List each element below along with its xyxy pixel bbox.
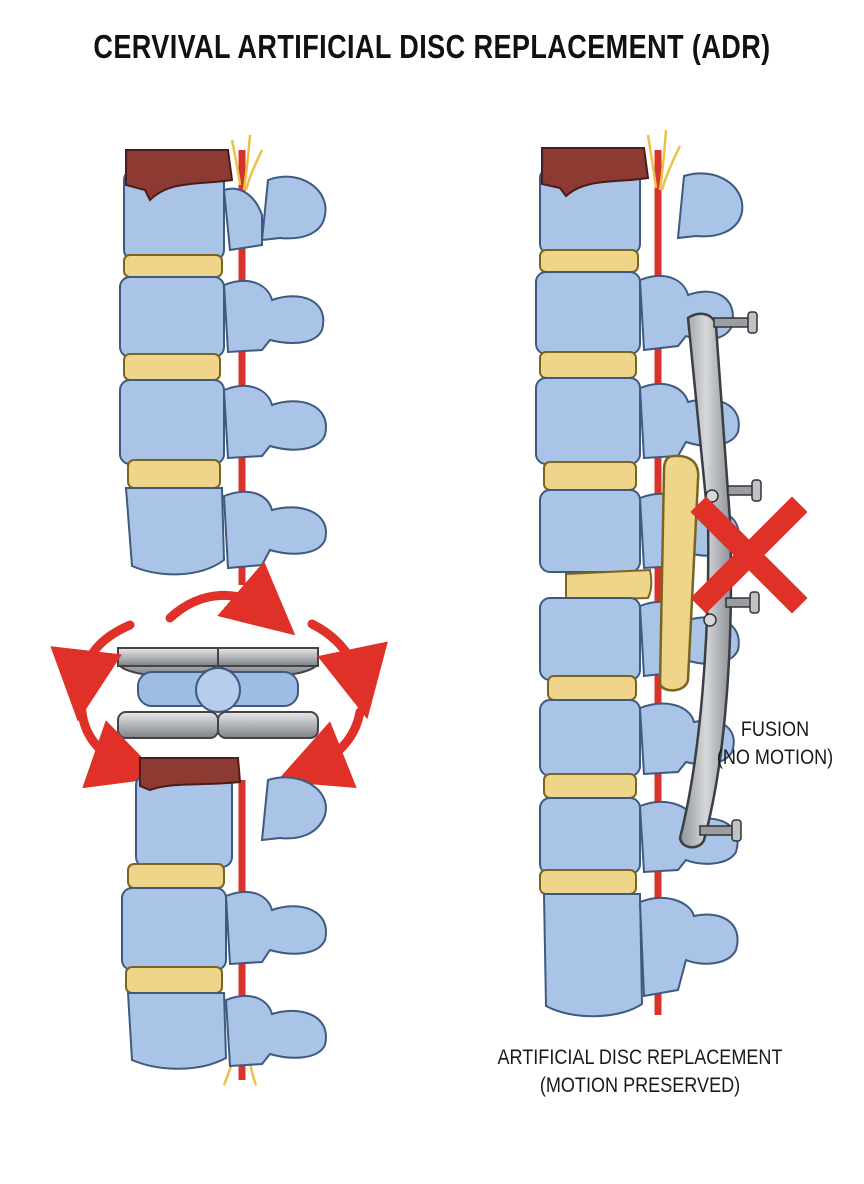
spinous-process (262, 177, 326, 240)
spinous-process (262, 777, 326, 840)
intervertebral-disc (126, 967, 222, 993)
vertebral-body (122, 888, 226, 970)
intervertebral-disc (544, 462, 636, 490)
vertebral-body (540, 700, 640, 776)
intervertebral-disc (540, 870, 636, 894)
fusion-label: FUSION (NO MOTION) (702, 716, 848, 772)
fusion-label-line1: FUSION (702, 716, 848, 744)
vertebral-body (544, 894, 642, 1016)
fusion-label-line2: (NO MOTION) (702, 744, 848, 772)
vertebra (120, 380, 326, 464)
nerve-roots (648, 130, 680, 190)
adr-label: ARTIFICIAL DISC REPLACEMENT (MOTION PRES… (468, 1044, 812, 1100)
vertebra (120, 277, 323, 357)
intervertebral-disc (548, 676, 636, 700)
arrow-icon (312, 624, 360, 684)
intervertebral-disc (540, 250, 638, 272)
arrow-icon (170, 595, 268, 618)
vertebra (126, 488, 326, 574)
vertebral-body (540, 598, 640, 680)
vertebral-body (128, 993, 226, 1069)
vertebra (124, 150, 326, 260)
left-lower-spine (122, 758, 326, 1085)
intervertebral-disc (566, 570, 651, 600)
vertebra (122, 888, 326, 970)
vertebral-body (540, 490, 640, 572)
vertebral-body (120, 380, 224, 464)
spinous-process (224, 281, 323, 352)
spinous-process (224, 386, 326, 458)
vertebral-body (536, 378, 640, 464)
implant-endplate (118, 712, 218, 738)
nerve-roots (232, 135, 262, 190)
intervertebral-disc (128, 460, 220, 488)
ball-joint (196, 668, 240, 712)
spinous-process (226, 892, 326, 964)
left-upper-spine (120, 135, 326, 585)
implant-endplate (218, 648, 318, 666)
implant-endplate (218, 712, 318, 738)
right-fused-spine (536, 130, 792, 1016)
vertebra (540, 148, 742, 254)
screw-head-icon (704, 614, 716, 626)
vertebral-body (126, 488, 224, 574)
vertebral-body (120, 277, 224, 357)
intervertebral-disc (124, 354, 220, 380)
intervertebral-disc (124, 255, 222, 277)
implant-endplate (118, 648, 218, 666)
adr-label-line1: ARTIFICIAL DISC REPLACEMENT (468, 1044, 812, 1072)
spinous-process (678, 173, 742, 238)
intervertebral-disc (128, 864, 224, 888)
pedicle (224, 189, 262, 250)
spinous-process (224, 492, 326, 568)
intervertebral-disc (544, 774, 636, 798)
vertebra (544, 894, 738, 1016)
vertebral-body (540, 798, 640, 874)
artificial-disc-implant (118, 648, 318, 738)
adr-label-line2: (MOTION PRESERVED) (468, 1072, 812, 1100)
spinous-process (640, 898, 738, 996)
spinous-process (640, 276, 733, 350)
vertebra (136, 758, 326, 867)
bone-screw (728, 480, 761, 501)
spinous-process (226, 996, 326, 1066)
vertebral-body (536, 272, 640, 354)
vertebra (128, 993, 326, 1069)
intervertebral-disc (540, 352, 636, 378)
